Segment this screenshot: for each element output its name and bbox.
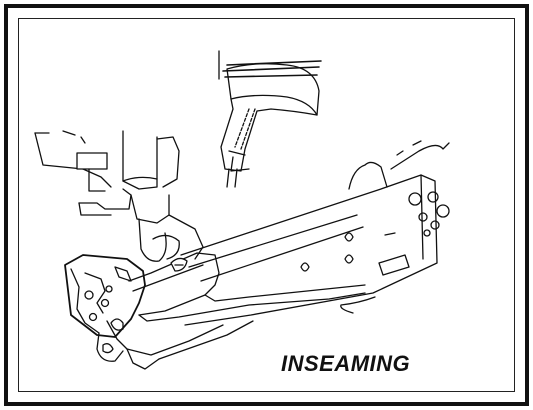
- figure-panel: INSEAMING: [18, 18, 515, 392]
- inseaming-folder-attachment: [64, 252, 366, 370]
- fabric-seam-diagram: [218, 50, 322, 188]
- machine-head: [34, 130, 180, 224]
- machine-arm: [180, 140, 450, 326]
- inseaming-attachment-illustration: [34, 50, 450, 370]
- figure-caption: INSEAMING: [281, 351, 411, 376]
